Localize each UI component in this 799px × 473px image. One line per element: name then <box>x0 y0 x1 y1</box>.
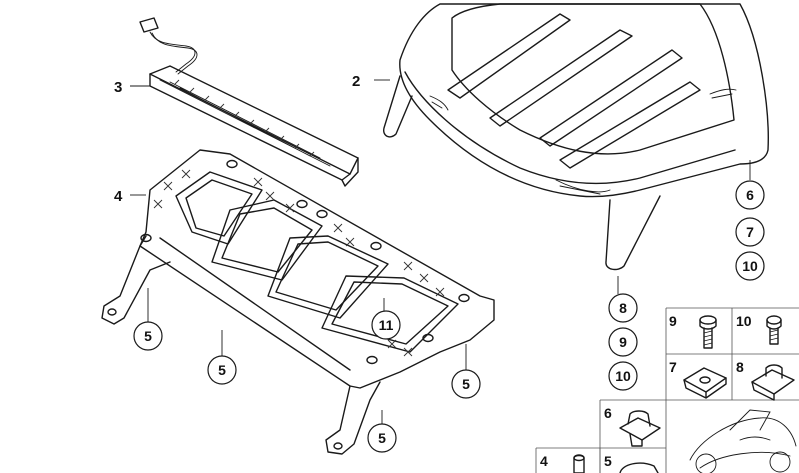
callout-2: 2 <box>352 73 360 90</box>
light-strip-part <box>139 17 359 187</box>
svg-text:10: 10 <box>742 258 758 274</box>
callout-4: 4 <box>114 188 123 205</box>
carrier-plate-part <box>101 149 495 455</box>
svg-text:5: 5 <box>144 328 152 344</box>
circled-callout-5-bottom: 5 <box>367 423 397 453</box>
mounting-bosses <box>107 159 470 450</box>
svg-text:7: 7 <box>746 224 754 240</box>
svg-text:10: 10 <box>615 368 631 384</box>
svg-text:5: 5 <box>378 430 386 446</box>
circled-callout-5-left: 5 <box>133 321 163 351</box>
svg-text:9: 9 <box>669 313 677 329</box>
svg-text:5: 5 <box>604 453 612 469</box>
svg-text:8: 8 <box>736 359 744 375</box>
svg-text:6: 6 <box>604 405 612 421</box>
circled-callout-6: 6 <box>735 180 765 210</box>
cell-10-screw: 10 <box>736 313 782 345</box>
svg-text:11: 11 <box>379 317 394 333</box>
cell-5-grommet: 5 <box>604 453 659 473</box>
luggage-rack-part <box>382 3 769 271</box>
circled-callout-5-center: 5 <box>207 355 237 385</box>
cell-9-screw: 9 <box>669 313 717 349</box>
leader-lines <box>130 79 751 426</box>
cell-motorcycle-sketch <box>689 409 797 473</box>
svg-text:6: 6 <box>746 187 754 203</box>
cell-8-nut: 8 <box>736 359 795 401</box>
svg-text:7: 7 <box>669 359 677 375</box>
svg-text:10: 10 <box>736 313 752 329</box>
cell-7-nut: 7 <box>669 359 727 399</box>
small-parts-grid: 9 10 7 8 6 <box>535 307 799 473</box>
circled-callout-9: 9 <box>608 327 638 357</box>
circled-callout-7: 7 <box>735 217 765 247</box>
svg-text:5: 5 <box>218 362 226 378</box>
svg-text:8: 8 <box>619 300 627 316</box>
svg-text:9: 9 <box>619 334 627 350</box>
callout-3: 3 <box>114 79 122 96</box>
circled-callout-5-right: 5 <box>451 369 481 399</box>
cell-4-stud: 4 <box>540 453 585 473</box>
svg-text:5: 5 <box>462 376 470 392</box>
cell-6-cage-nut: 6 <box>604 405 661 447</box>
circled-callout-11: 11 <box>371 310 401 340</box>
circled-callout-8: 8 <box>608 293 638 323</box>
circled-callout-10-lower: 10 <box>608 361 638 391</box>
circled-callout-10-upper: 10 <box>735 251 765 281</box>
svg-text:4: 4 <box>540 453 548 469</box>
